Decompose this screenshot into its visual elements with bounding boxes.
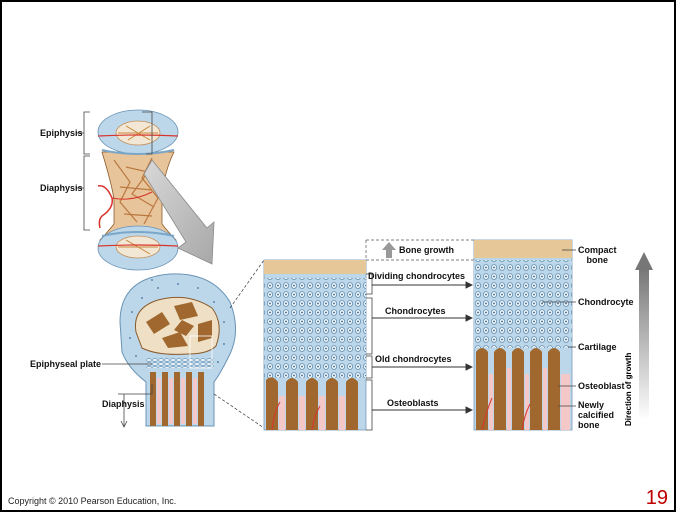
label-dividing-chondrocytes: Dividing chondrocytes [368, 271, 465, 281]
copyright-footer: Copyright © 2010 Pearson Education, Inc. [8, 496, 176, 506]
label-compact-bone: Compact bone [578, 245, 617, 265]
histology-panel-right [474, 240, 572, 430]
page-number: 19 [646, 487, 668, 510]
direction-of-growth-arrow [639, 268, 649, 420]
label-osteoblasts: Osteoblasts [387, 398, 439, 408]
histology-panel-left [264, 260, 366, 430]
label-newly-calcified-bone: Newly calcified bone [578, 400, 614, 430]
label-old-chondrocytes: Old chondrocytes [375, 354, 452, 364]
label-bone-growth: Bone growth [399, 245, 454, 255]
label-epiphysis: Epiphysis [40, 128, 83, 138]
label-chondrocytes: Chondrocytes [385, 306, 446, 316]
bone-growth-arrow [382, 242, 396, 258]
label-chondrocyte: Chondrocyte [578, 297, 634, 307]
connector-arrows [372, 282, 472, 413]
label-diaphysis-top: Diaphysis [40, 183, 83, 193]
label-diaphysis-bottom: Diaphysis [102, 399, 145, 409]
label-epiphyseal-plate: Epiphyseal plate [30, 359, 101, 369]
label-direction-of-growth: Direction of growth [624, 353, 633, 426]
label-cartilage: Cartilage [578, 342, 617, 352]
label-osteoblast: Osteoblast [578, 381, 625, 391]
